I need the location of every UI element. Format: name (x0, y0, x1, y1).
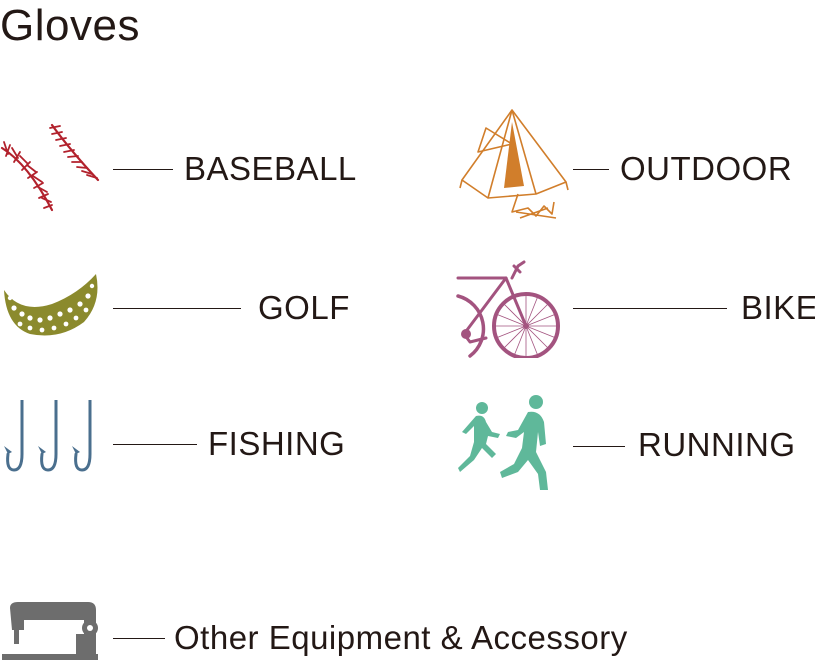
tent-campfire-icon (459, 109, 569, 219)
category-golf[interactable]: GOLF (0, 268, 360, 340)
category-label: Other Equipment & Accessory (174, 619, 628, 656)
baseball-stitch-icon (0, 123, 100, 212)
divider-line (113, 169, 173, 171)
category-label: BIKE (741, 289, 815, 326)
category-label: BASEBALL (184, 150, 357, 187)
category-label: RUNNING (638, 426, 796, 463)
divider-line (113, 308, 241, 310)
sewing-machine-icon (2, 602, 98, 660)
category-label: OUTDOOR (620, 150, 793, 187)
category-bike[interactable]: BIKE (456, 258, 815, 358)
category-baseball[interactable]: BASEBALL (0, 120, 360, 220)
category-other-equipment[interactable]: Other Equipment & Accessory (0, 600, 670, 664)
divider-line (113, 444, 197, 446)
divider-line (573, 308, 727, 310)
divider-line (573, 446, 625, 448)
category-outdoor[interactable]: OUTDOOR (456, 108, 815, 223)
divider-line (113, 638, 165, 640)
category-fishing[interactable]: FISHING (0, 398, 360, 478)
bicycle-icon (456, 260, 560, 358)
runners-icon (458, 395, 548, 490)
golf-ball-icon (4, 274, 98, 336)
category-label: FISHING (208, 425, 346, 462)
category-running[interactable]: RUNNING (456, 392, 815, 492)
divider-line (573, 169, 609, 171)
page-title: Gloves (0, 1, 140, 50)
category-label: GOLF (258, 289, 350, 326)
fishing-hooks-icon (4, 400, 92, 472)
